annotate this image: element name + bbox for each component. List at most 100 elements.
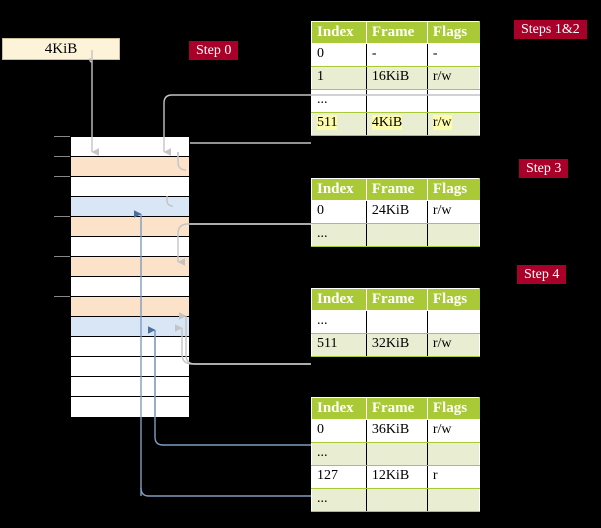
wire-grey-bottom-up [178,312,311,365]
table-cell: 511 [311,112,367,136]
column-header: Index [311,178,367,201]
table-cell [366,89,428,113]
memory-tick [54,216,70,217]
table-cell: 1 [311,66,367,90]
wire-mem-to-table2 [177,152,311,225]
table-cell: 32KiB [366,333,428,357]
table-row: ... [311,89,480,113]
memory-row [70,156,190,178]
memory-row [70,376,190,398]
table-cell: 0 [311,43,367,67]
table-cell [427,310,480,334]
table-cell [427,442,480,466]
table-cell [427,488,480,512]
column-header: Flags [427,21,481,44]
column-header: Flags [427,288,481,311]
table-cell: 4KiB [366,112,428,136]
table-row: 511 4KiB r/w [311,112,480,136]
column-header: Flags [427,397,481,420]
table-cell: 36KiB [366,419,428,443]
memory-row [70,256,190,278]
table-cell: 127 [311,465,367,489]
memory-row [70,356,190,378]
table-cell: 0 [311,200,367,224]
memory-tick [54,136,70,137]
table-cell: 12KiB [366,465,428,489]
memory-row [70,396,190,418]
table-cell [427,223,480,247]
memory-row [70,216,190,238]
table-cell: r [427,465,480,489]
badge-step-4: Step 4 [517,265,567,284]
column-header: Flags [427,178,481,201]
memory-tick [54,156,70,157]
table-cell [366,488,428,512]
page-frame-label: 4KiB [44,41,78,57]
memory-row [70,236,190,258]
memory-tick [54,296,70,297]
table-row: 0-- [311,43,480,67]
column-header: Frame [366,288,428,311]
highlighted-value: 511 [317,115,338,130]
badge-step-3: Step 3 [519,159,569,178]
wire-table3-to-mem [174,324,311,365]
table-cell: - [427,43,480,67]
table-cell: ... [311,310,367,334]
memory-tick [54,256,70,257]
table-cell: 24KiB [366,200,428,224]
memory-tick [54,176,70,177]
wire-table2-to-mem [177,223,311,266]
table-cell: ... [311,223,367,247]
highlighted-value: r/w [432,115,452,130]
memory-row [70,196,190,218]
column-header: Frame [366,178,428,201]
column-header: Index [311,397,367,420]
column-header: Frame [366,397,428,420]
table-cell: r/w [427,66,480,90]
memory-row [70,336,190,358]
table-cell [366,223,428,247]
table-row: ... [311,442,480,466]
table-row: ... [311,310,480,334]
table-row: ... [311,488,480,512]
column-header: Index [311,288,367,311]
page-frame-box: 4KiB [2,38,120,60]
table-cell: r/w [427,333,480,357]
memory-row [70,276,190,298]
table-cell: 16KiB [366,66,428,90]
table-cell [427,89,480,113]
physical-memory-column [70,136,190,418]
table-cell [366,442,428,466]
table-cell [366,310,428,334]
table-cell: r/w [427,419,480,443]
memory-row [70,316,190,338]
column-header: Index [311,21,367,44]
badge-steps-1-and-2: Steps 1&2 [514,20,587,39]
table-cell: 0 [311,419,367,443]
memory-row [70,136,190,158]
table-cell: ... [311,89,367,113]
table-cell: r/w [427,200,480,224]
memory-row [70,296,190,318]
column-header: Frame [366,21,428,44]
badge-step-0: Step 0 [189,41,239,60]
table-cell: ... [311,442,367,466]
table-cell: ... [311,488,367,512]
table-cell: r/w [427,112,480,136]
table-cell: 511 [311,333,367,357]
highlighted-value: 4KiB [371,115,403,130]
table-cell: - [366,43,428,67]
